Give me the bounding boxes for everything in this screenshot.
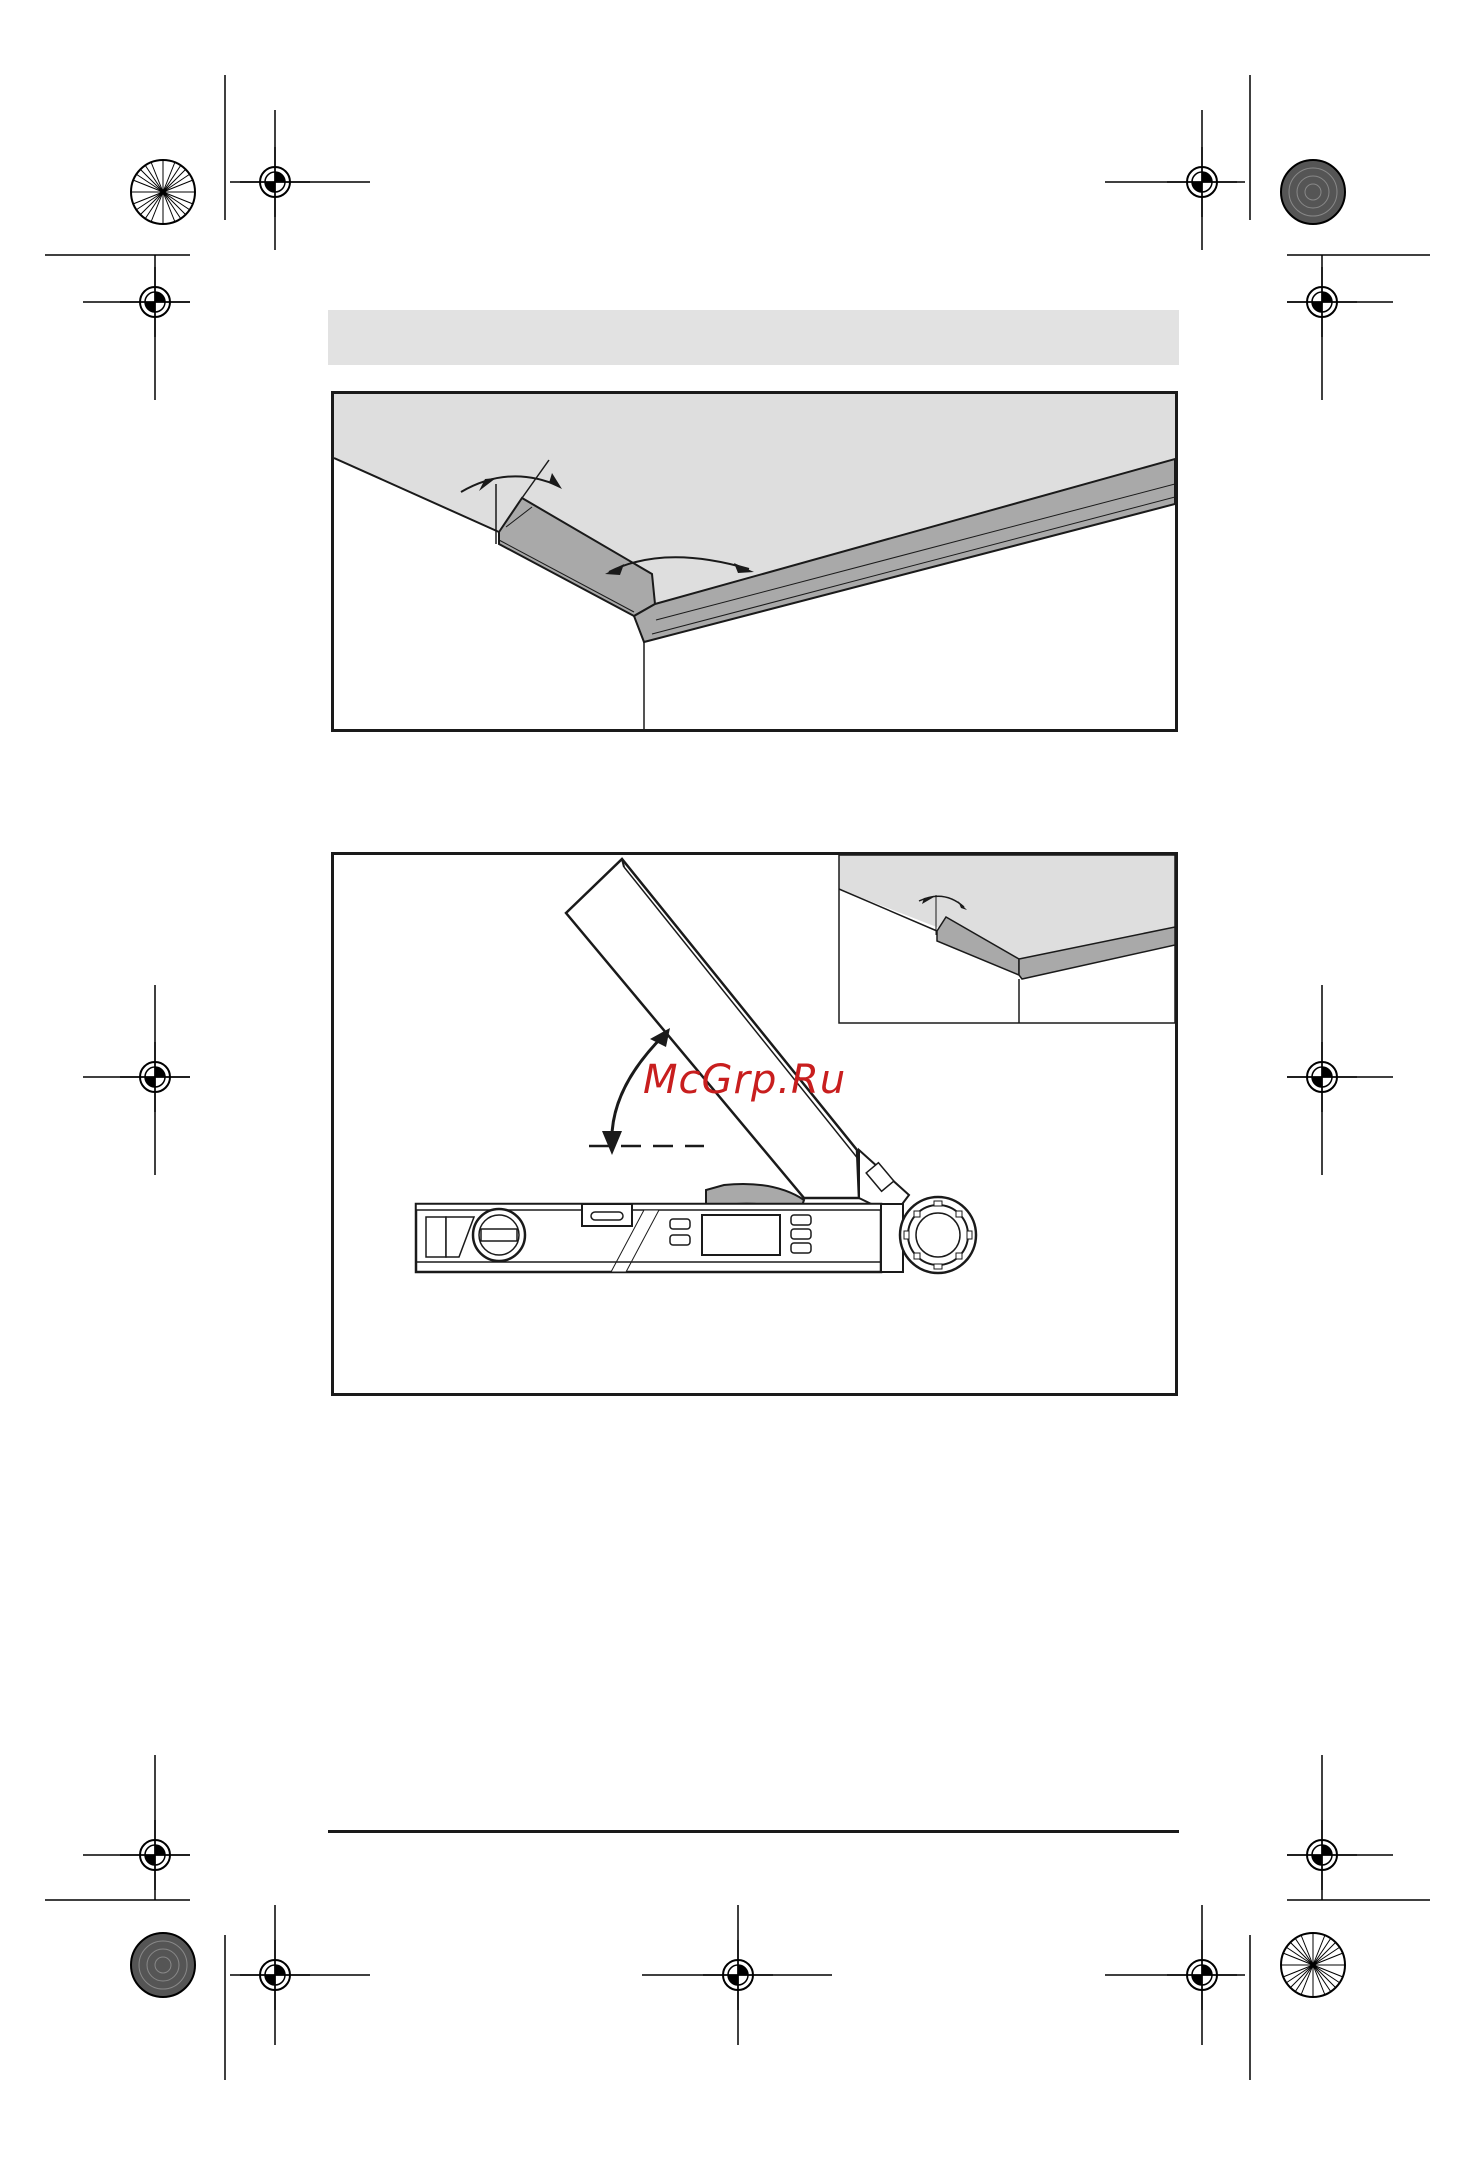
ceiling-molding-angle-icon bbox=[334, 394, 1175, 729]
inset-molding-detail bbox=[839, 855, 1175, 1023]
angle-finder-tool-icon bbox=[334, 855, 1175, 1393]
footer-rule bbox=[328, 1830, 1179, 1833]
angle-finder-base bbox=[416, 1197, 976, 1273]
grey-target-icon bbox=[1281, 160, 1345, 224]
crown-molding-corner-illustration bbox=[331, 391, 1178, 732]
digital-angle-finder-illustration bbox=[331, 852, 1178, 1396]
starburst-target-icon bbox=[131, 160, 195, 224]
watermark-text: McGrp.Ru bbox=[643, 1057, 846, 1103]
starburst-target-icon bbox=[1281, 1933, 1345, 1997]
section-header-band bbox=[328, 310, 1179, 365]
grey-target-icon bbox=[131, 1933, 195, 1997]
